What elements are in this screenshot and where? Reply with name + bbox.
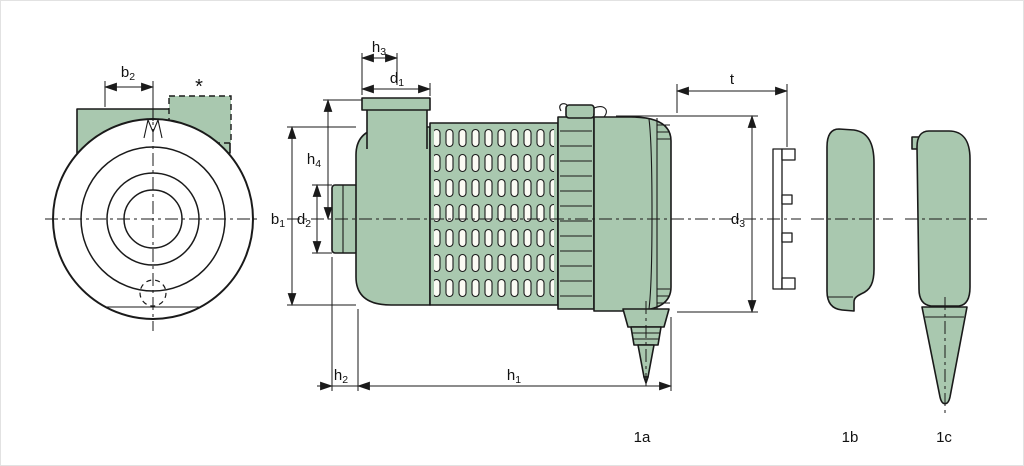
dim-label-h4: h4 — [307, 151, 321, 170]
asterisk-note: * — [195, 76, 203, 98]
mounting-band-view — [811, 128, 893, 312]
dust-valve-view — [905, 130, 987, 417]
end-view: b2 * — [45, 64, 261, 331]
end-cap — [355, 126, 431, 306]
dim-label-b2: b2 — [121, 64, 135, 83]
dust-bowl-housing — [593, 116, 672, 312]
mounting-band-profile — [826, 128, 875, 312]
view-label-1a: 1a — [634, 429, 651, 446]
dim-label-d3: d3 — [731, 211, 745, 230]
buckle-top-body — [565, 104, 595, 119]
valve-body — [916, 130, 971, 307]
dust-ejector — [622, 301, 670, 389]
louver-slots — [434, 127, 554, 303]
side-view: h3 d1 t h4 b1 d2 d3 h2 — [271, 39, 801, 391]
view-label-1b: 1b — [842, 429, 859, 446]
dim-label-t: t — [730, 71, 735, 88]
buckle-top-hook — [559, 103, 568, 112]
dim-label-b1: b1 — [271, 211, 285, 230]
clamp-band-ribs — [560, 130, 592, 297]
bracket-hook-2 — [781, 232, 793, 243]
dim-label-d2: d2 — [297, 211, 311, 230]
end-band-ribs — [657, 124, 670, 304]
dim-label-h2: h2 — [334, 367, 348, 386]
inlet-flange — [361, 97, 431, 111]
bracket-flange-bottom — [781, 277, 796, 290]
dim-label-h1: h1 — [507, 367, 521, 386]
housing-curve-line — [648, 118, 653, 310]
bracket-hook-1 — [781, 194, 793, 205]
view-label-1c: 1c — [936, 429, 952, 446]
bracket-flange-top — [781, 148, 796, 161]
dim-label-h3: h3 — [372, 39, 386, 58]
dim-label-d1: d1 — [390, 70, 404, 89]
